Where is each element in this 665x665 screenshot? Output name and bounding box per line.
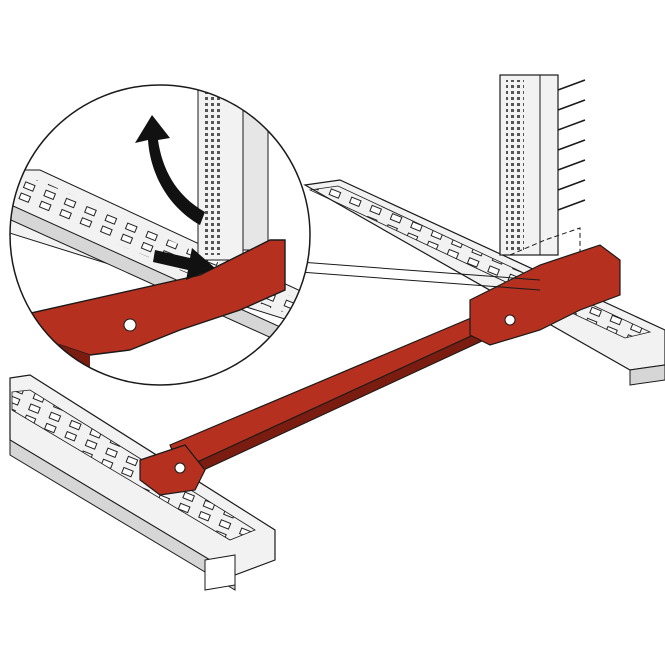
magnified-inset (9, 84, 311, 386)
vertical-module (499, 74, 586, 265)
callout-line (299, 271, 541, 291)
callout-line (299, 261, 541, 281)
red-spacer-bar (139, 244, 621, 496)
curved-up-arrow-icon (135, 115, 205, 225)
push-right-arrow-icon (153, 248, 215, 280)
